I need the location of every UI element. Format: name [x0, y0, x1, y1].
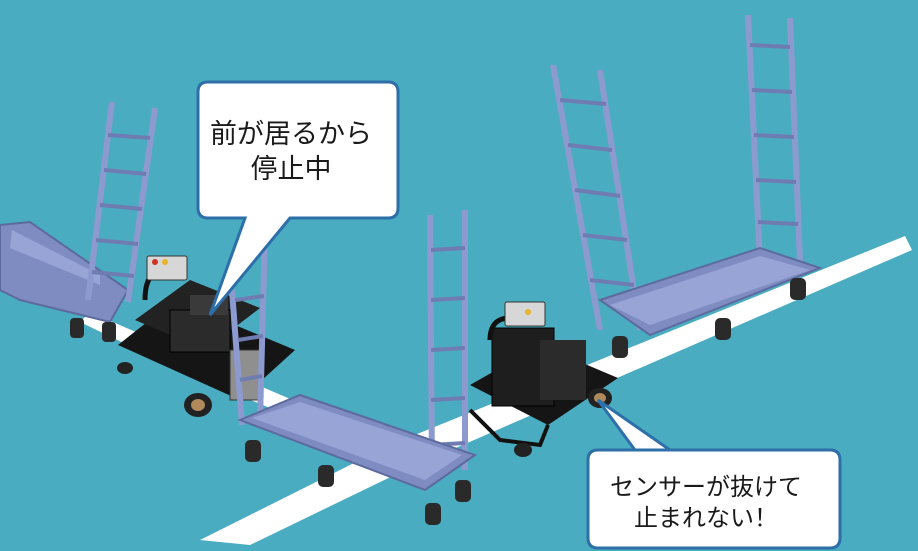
left-cart [0, 101, 158, 342]
right-robot [468, 301, 618, 457]
callout-stopped-line1: 前が居るから [210, 119, 372, 150]
callout-bubble-sensor [586, 398, 842, 550]
right-back-cart [550, 14, 823, 358]
middle-cart [229, 210, 478, 525]
callout-stopped-line2: 停止中 [250, 153, 332, 185]
callout-text-sensor: センサーが抜けて 止まれない！ [586, 472, 826, 533]
callout-sensor-line2: 止まれない！ [634, 503, 778, 532]
callout-text-stopped: 前が居るから 停止中 [192, 118, 390, 187]
callout-bubble-stopped [196, 80, 400, 316]
callout-sensor-line1: センサーが抜けて [610, 473, 802, 501]
